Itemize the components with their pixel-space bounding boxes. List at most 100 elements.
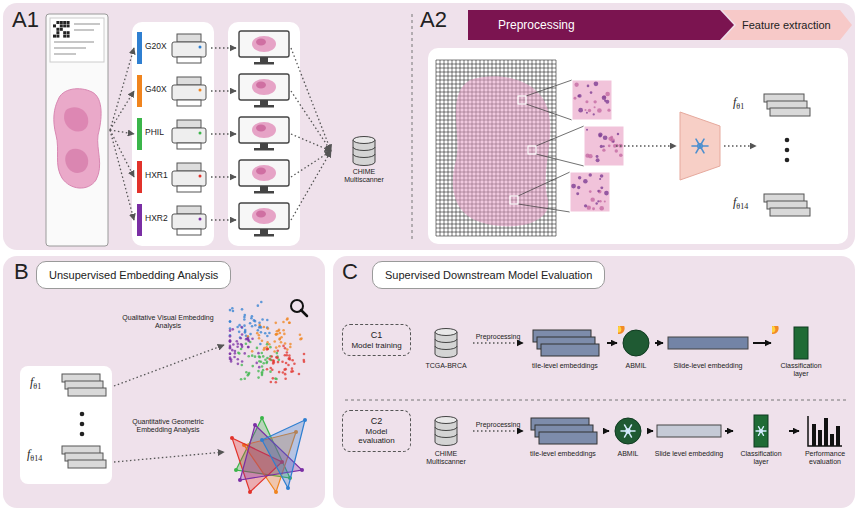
leader-line <box>536 126 584 146</box>
barcode <box>63 31 66 34</box>
math-label: fθ14 <box>27 448 42 464</box>
scatter-dot <box>268 332 271 335</box>
nucleus <box>597 190 600 193</box>
scatter-dot <box>284 347 287 350</box>
embedding-bar <box>668 337 748 349</box>
scatter-dot <box>229 340 232 343</box>
scanner-box: G40X <box>137 73 209 109</box>
bar-chart-icon <box>830 434 834 446</box>
scatter-dot <box>278 345 281 348</box>
flame-icon <box>618 326 621 333</box>
magnifier-icon <box>301 310 307 316</box>
scatter-dot <box>249 322 252 325</box>
nucleus <box>593 100 596 103</box>
nucleus <box>602 95 607 100</box>
barcode <box>67 31 70 34</box>
scatter-dot <box>251 354 254 357</box>
scatter-dot <box>240 364 243 367</box>
tissue <box>54 89 101 188</box>
panel-letter: A1 <box>12 8 39 32</box>
scatter-dot <box>261 340 264 343</box>
tissue <box>256 39 266 46</box>
scatter-dot <box>266 348 269 351</box>
vertex-dot <box>300 468 304 472</box>
vertex-dot <box>274 490 278 494</box>
snowflake-icon <box>760 430 763 433</box>
tissue <box>65 149 88 173</box>
tile-grid <box>436 68 556 69</box>
stage-band: Preprocessing <box>468 10 734 40</box>
scatter-dot <box>271 369 274 372</box>
panel-letter: C <box>342 260 358 284</box>
tissue <box>256 168 266 175</box>
flow-arrow <box>473 342 523 343</box>
scatter-dot <box>270 355 273 358</box>
scatter-dot <box>238 331 241 334</box>
nucleus <box>584 204 587 207</box>
scatter-dot <box>284 377 287 380</box>
model-circle <box>610 414 646 448</box>
scatter-dot <box>229 356 232 359</box>
nucleus <box>571 184 576 189</box>
tile-highlight <box>518 96 526 104</box>
monitor-icon <box>239 117 289 143</box>
snowflake-icon <box>698 144 703 149</box>
scatter-dot <box>263 326 266 329</box>
scatter-dot <box>285 362 288 365</box>
label-mark <box>74 29 94 31</box>
scatter-dot <box>229 320 232 323</box>
model-circle <box>618 326 654 360</box>
barcode <box>63 35 66 38</box>
nucleus <box>583 179 588 184</box>
scanner-icon <box>177 206 201 214</box>
scanner-icon <box>177 77 201 85</box>
scanner-icon <box>177 229 201 235</box>
barcode <box>56 28 59 31</box>
embedding-stack <box>770 208 810 216</box>
divider <box>412 14 413 240</box>
database-icon <box>435 434 457 438</box>
scanner-icon <box>199 175 202 178</box>
scanner-icon <box>177 34 201 42</box>
database-icon <box>435 329 457 336</box>
nucleus <box>615 149 618 152</box>
scatter-dot <box>268 358 271 361</box>
scatter-dot <box>239 336 242 339</box>
scatter-dot <box>229 347 232 350</box>
embedding-panel <box>20 366 112 484</box>
ellipsis-dot <box>80 412 85 417</box>
barcode <box>60 21 63 24</box>
scatter-dot <box>284 354 287 357</box>
scatter-dot <box>264 332 267 335</box>
scatter-dot <box>266 335 269 338</box>
scatter-dot <box>266 368 269 371</box>
scanner-icon <box>199 132 202 135</box>
monitor-icon <box>239 74 289 108</box>
scatter-dot <box>258 360 261 363</box>
tile-grid <box>436 72 556 73</box>
section-title: Unsupervised Embedding Analysis <box>49 262 218 288</box>
nucleus <box>600 174 604 178</box>
nucleus <box>604 201 606 203</box>
embedding-stack <box>524 414 602 448</box>
scatter-dot <box>284 373 287 376</box>
scatter-dot <box>260 331 263 334</box>
scatter-dot <box>254 324 257 327</box>
label-mark <box>54 53 76 55</box>
math-label: f <box>733 95 736 109</box>
scatter-dot <box>258 355 261 358</box>
section-title: Supervised Downstream Model Evaluation <box>385 262 592 288</box>
node-label: ABMIL <box>618 362 654 370</box>
nucleus <box>590 197 594 201</box>
nucleus <box>586 112 588 114</box>
nucleus <box>596 158 600 162</box>
classifier-layer: Classification layer <box>772 326 830 378</box>
glass-slide <box>46 14 108 246</box>
scatter-dot <box>229 309 232 312</box>
snowflake-icon <box>759 427 764 436</box>
nucleus <box>587 205 591 209</box>
nucleus <box>584 109 586 111</box>
scatter-dot <box>266 326 269 329</box>
scatter-dot <box>231 328 234 331</box>
tissue <box>256 211 266 218</box>
